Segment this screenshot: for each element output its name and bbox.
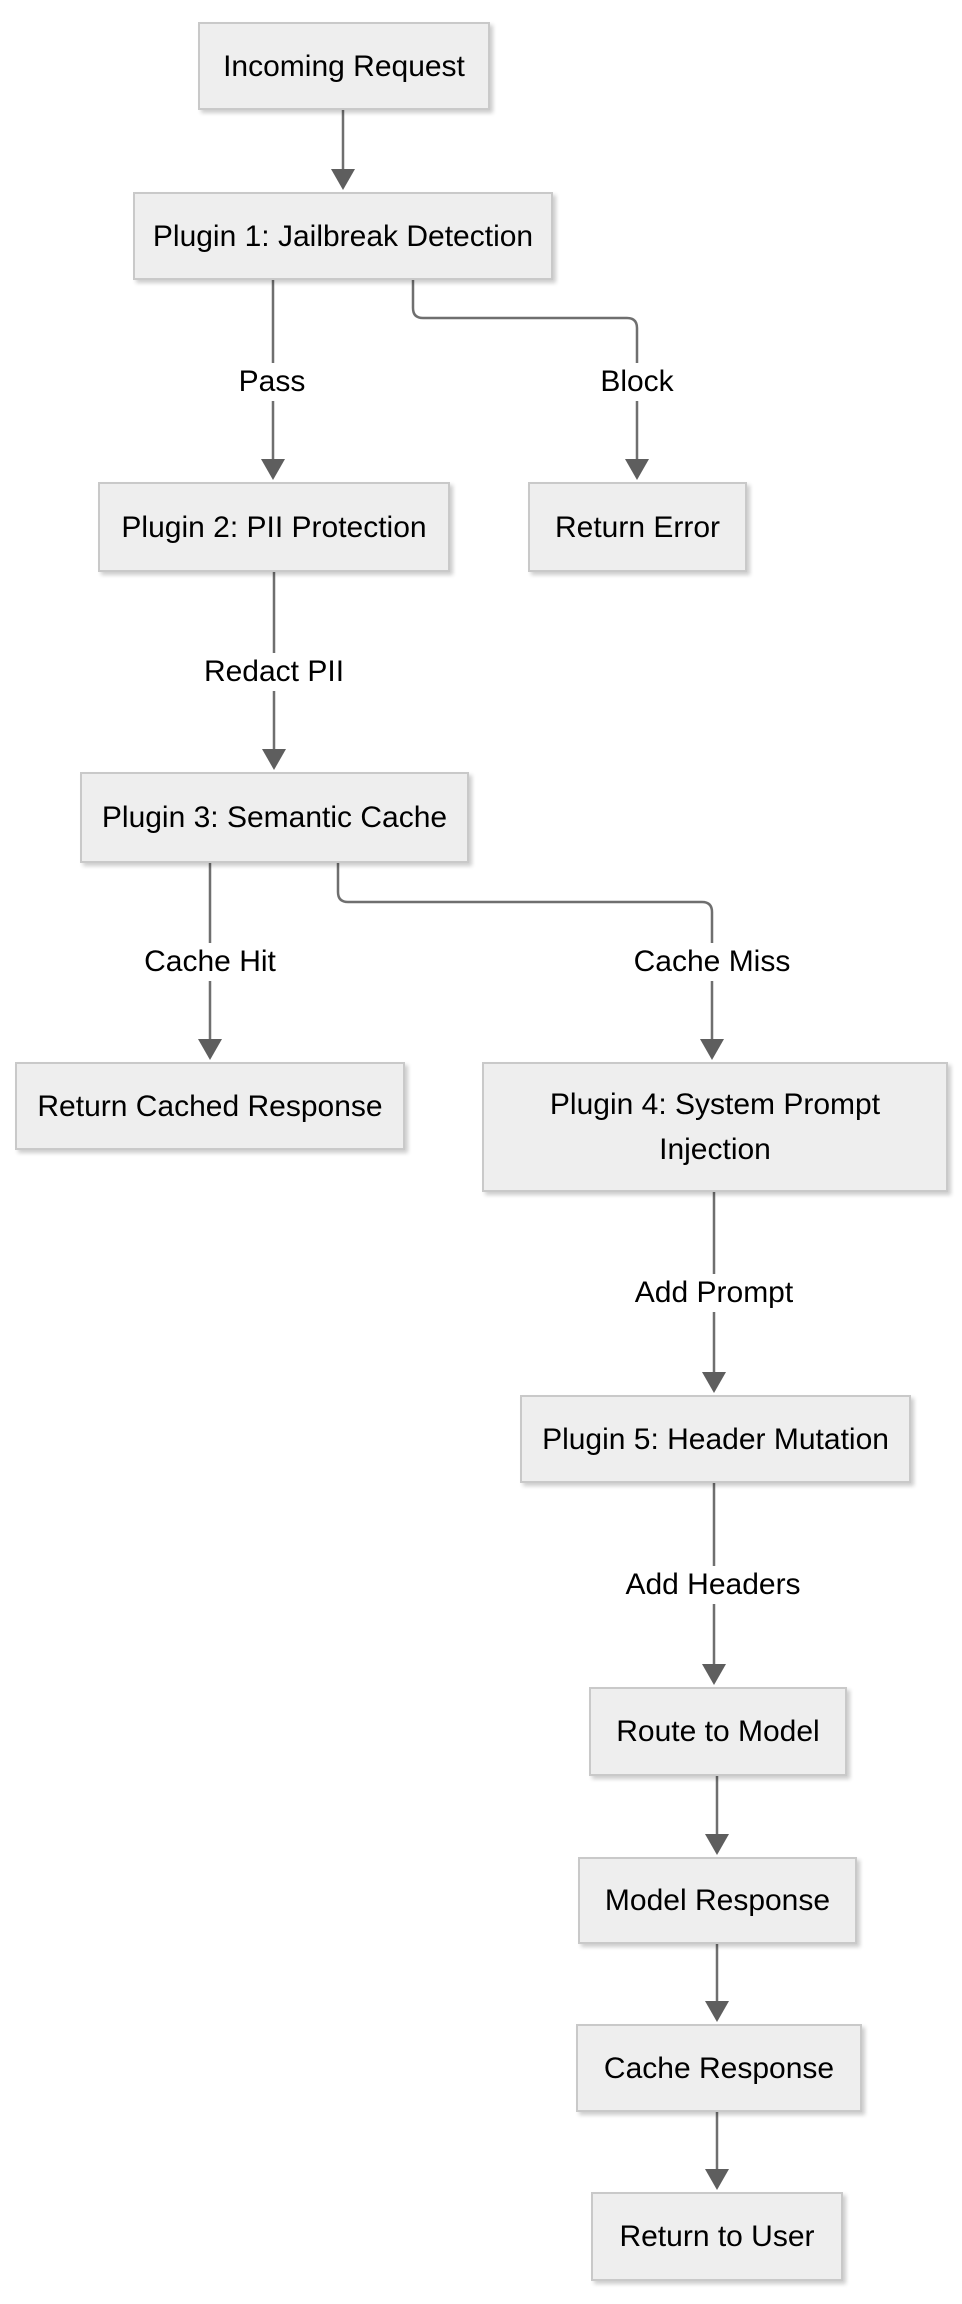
arrowhead-return-error [625, 459, 649, 480]
node-route-to-model: Route to Model [589, 1687, 847, 1776]
node-plugin2-pii-protection: Plugin 2: PII Protection [98, 482, 450, 572]
edge-label-cache-miss: Cache Miss [625, 943, 799, 981]
edge-block [411, 280, 639, 461]
node-plugin3-semantic-cache: Plugin 3: Semantic Cache [80, 772, 469, 863]
arrowhead-plugin4 [700, 1039, 724, 1060]
node-return-to-user: Return to User [591, 2192, 843, 2281]
edge-label-block: Block [592, 363, 682, 401]
arrowhead-plugin5 [702, 1372, 726, 1393]
edge-label-redact-pii: Redact PII [195, 653, 353, 691]
node-model-response: Model Response [578, 1857, 857, 1944]
arrowhead-plugin3 [262, 749, 286, 770]
edge-cache-miss [336, 863, 714, 1041]
arrowhead-plugin1 [331, 169, 355, 190]
node-plugin4-system-prompt-injection: Plugin 4: System Prompt Injection [482, 1062, 948, 1192]
arrowhead-model-response [705, 1834, 729, 1855]
edge-label-add-headers: Add Headers [617, 1566, 809, 1604]
arrowhead-route [702, 1664, 726, 1685]
node-return-cached-response: Return Cached Response [15, 1062, 405, 1150]
edge-label-pass: Pass [230, 363, 314, 401]
edge-label-cache-hit: Cache Hit [136, 943, 284, 981]
node-cache-response: Cache Response [576, 2024, 862, 2112]
edge-label-add-prompt: Add Prompt [626, 1274, 802, 1312]
arrowhead-cache-response [705, 2001, 729, 2022]
node-plugin1-jailbreak-detection: Plugin 1: Jailbreak Detection [133, 192, 553, 280]
node-return-error: Return Error [528, 482, 747, 572]
node-incoming-request: Incoming Request [198, 22, 490, 110]
arrowhead-return-user [705, 2169, 729, 2190]
arrowhead-return-cached [198, 1039, 222, 1060]
arrowhead-plugin2 [261, 459, 285, 480]
node-plugin5-header-mutation: Plugin 5: Header Mutation [520, 1395, 911, 1483]
